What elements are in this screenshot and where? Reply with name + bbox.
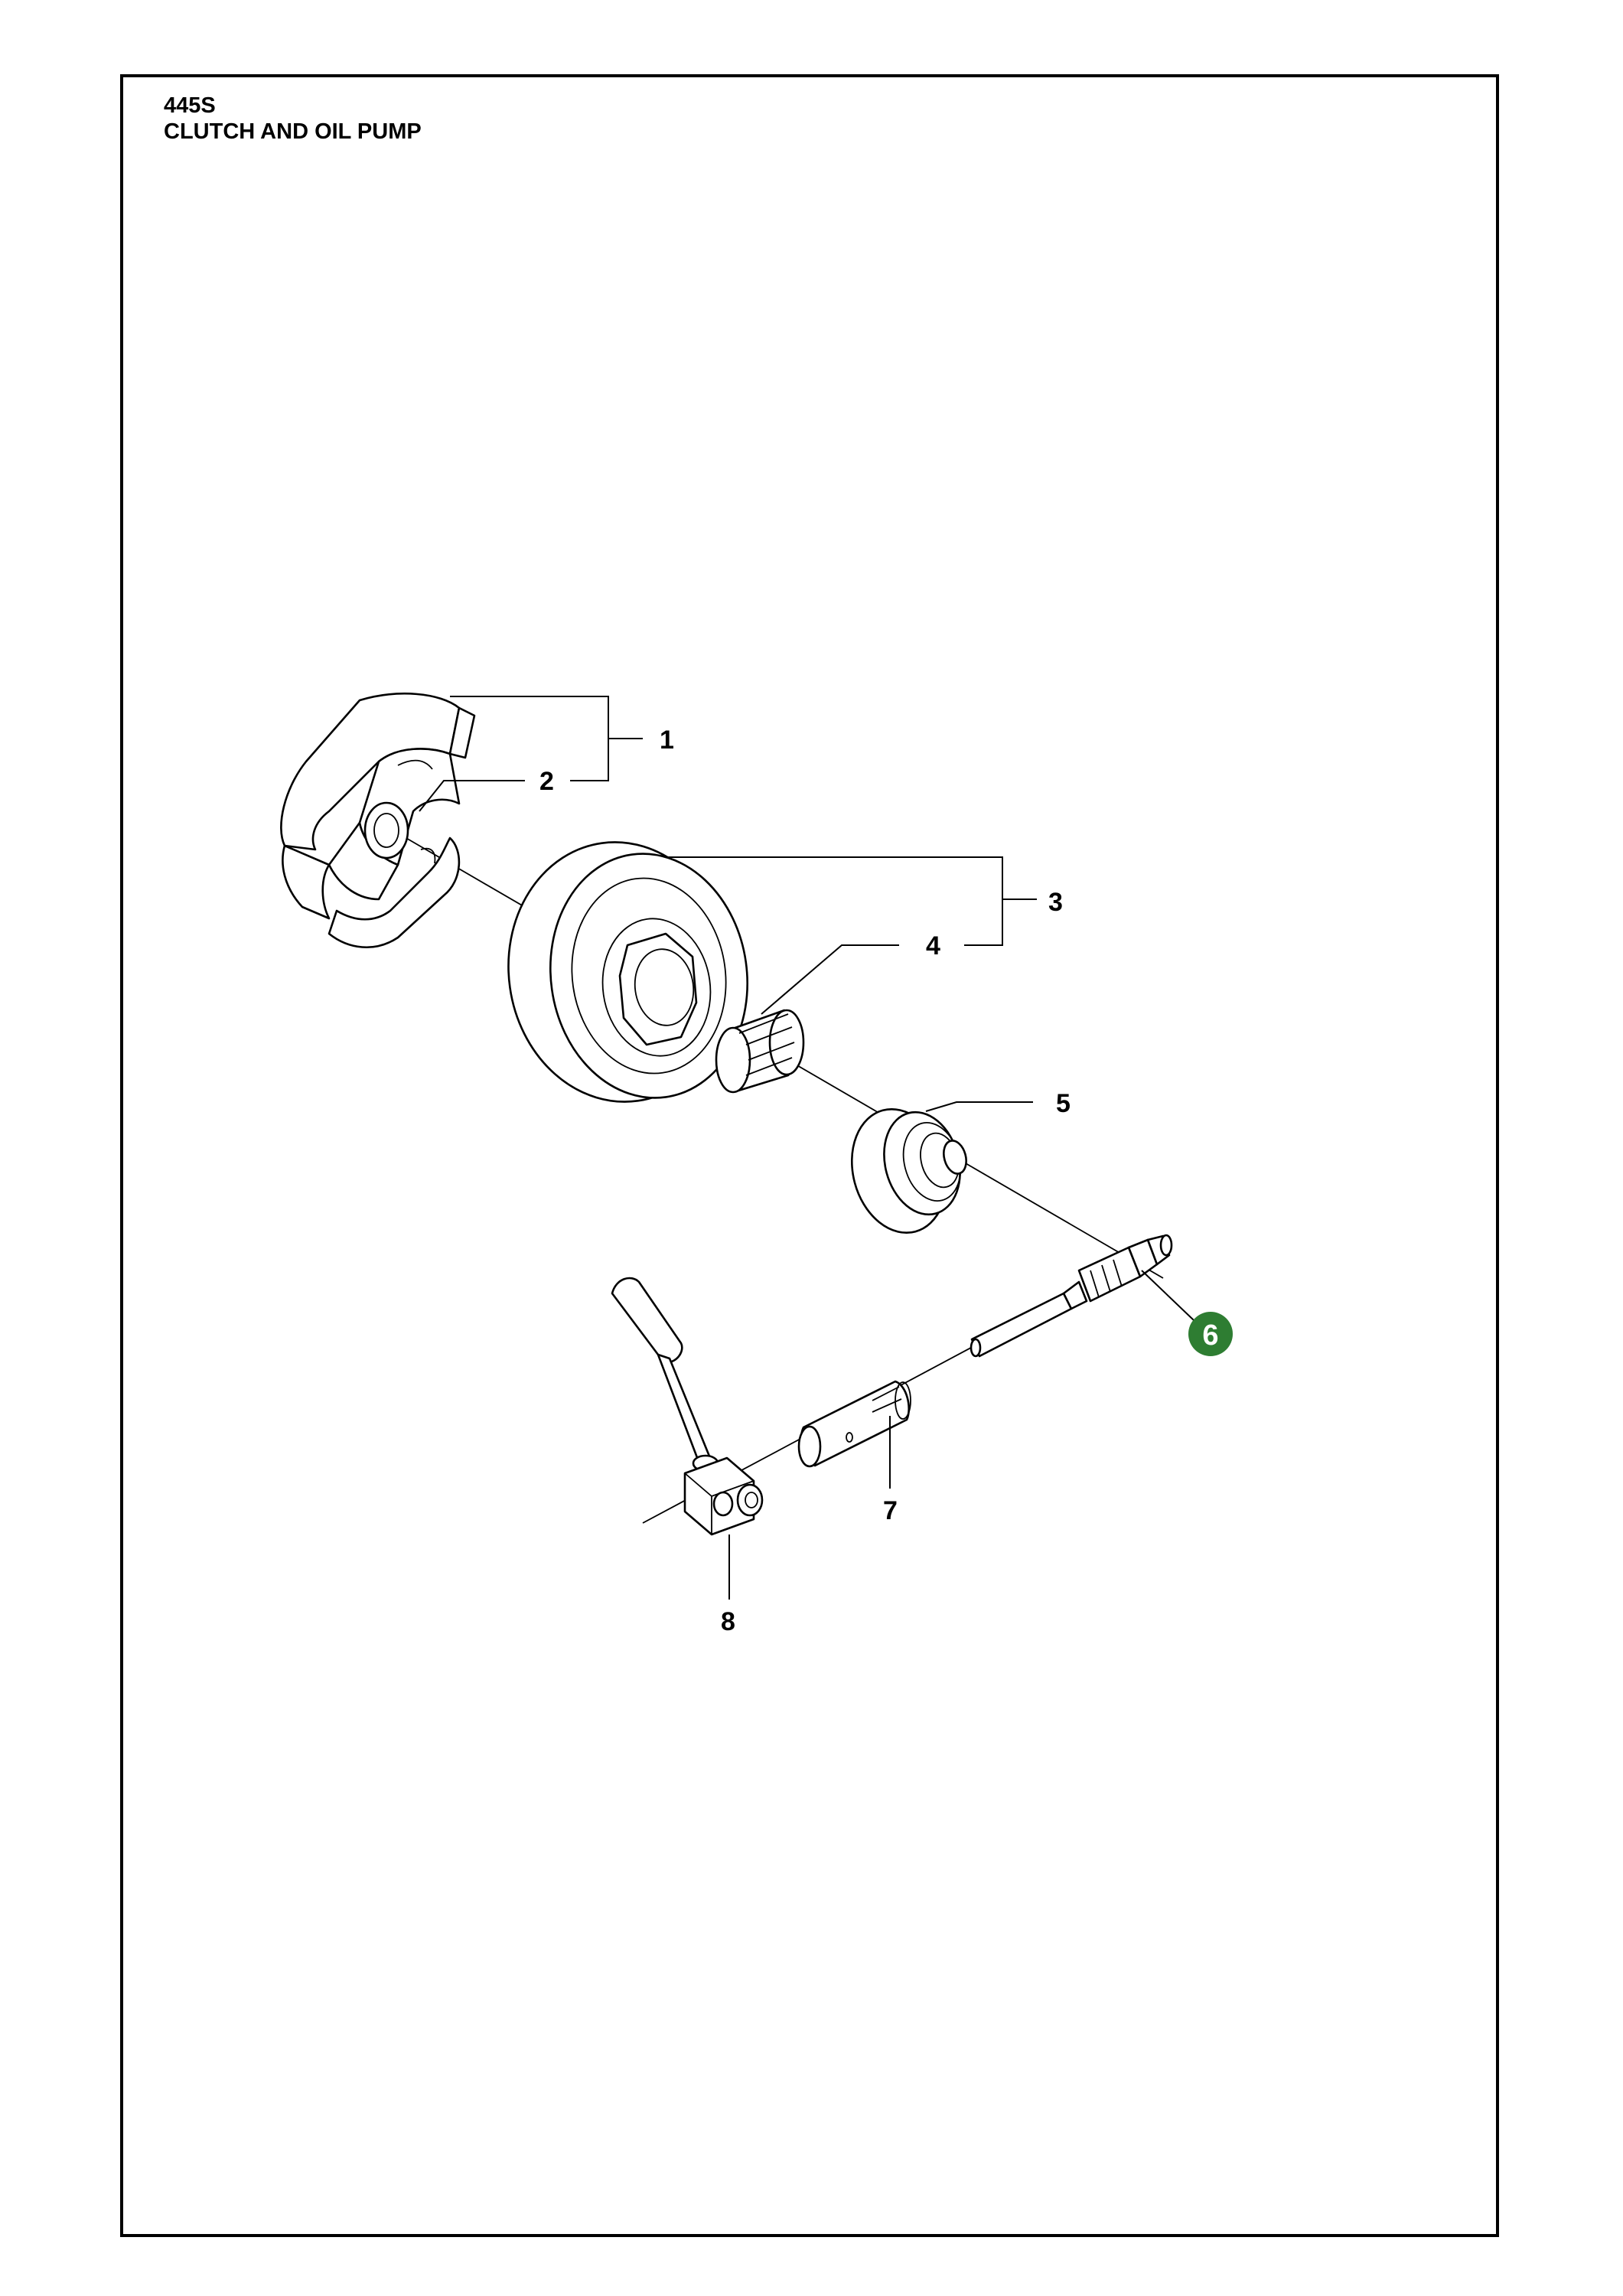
- callout-1[interactable]: 1: [660, 726, 674, 755]
- callout-2[interactable]: 2: [539, 767, 554, 796]
- diagram-frame: [120, 74, 1499, 2237]
- leader-line-4: [761, 944, 899, 1015]
- pump-shaft-part[interactable]: [970, 1234, 1173, 1358]
- leader-line-2: [419, 780, 525, 812]
- callout-3[interactable]: 3: [1048, 888, 1063, 917]
- callout-6-badge[interactable]: [1188, 1312, 1233, 1356]
- page-title: CLUTCH AND OIL PUMP: [164, 119, 422, 144]
- leader-line-1: [450, 696, 643, 739]
- callout-4[interactable]: 4: [926, 931, 940, 960]
- clutch-part[interactable]: [280, 693, 476, 949]
- leader-line-3-bracket: [964, 899, 1003, 946]
- callout-5[interactable]: 5: [1056, 1089, 1071, 1118]
- needle-bearing-part[interactable]: [715, 1009, 805, 1094]
- callout-6[interactable]: 6: [1202, 1319, 1218, 1352]
- leader-line-5: [925, 1101, 1033, 1112]
- leader-line-3: [666, 856, 1037, 900]
- worm-gear-part[interactable]: [839, 1098, 971, 1243]
- leader-line-6: [1141, 1270, 1194, 1321]
- oil-pump-part[interactable]: [611, 1277, 764, 1536]
- sleeve-part[interactable]: [797, 1380, 911, 1468]
- callout-8[interactable]: 8: [721, 1607, 735, 1636]
- leader-line-1-bracket: [570, 739, 609, 781]
- model-number: 445S: [164, 93, 216, 118]
- clutch-drum-part[interactable]: [492, 827, 763, 1116]
- callout-7[interactable]: 7: [883, 1496, 898, 1525]
